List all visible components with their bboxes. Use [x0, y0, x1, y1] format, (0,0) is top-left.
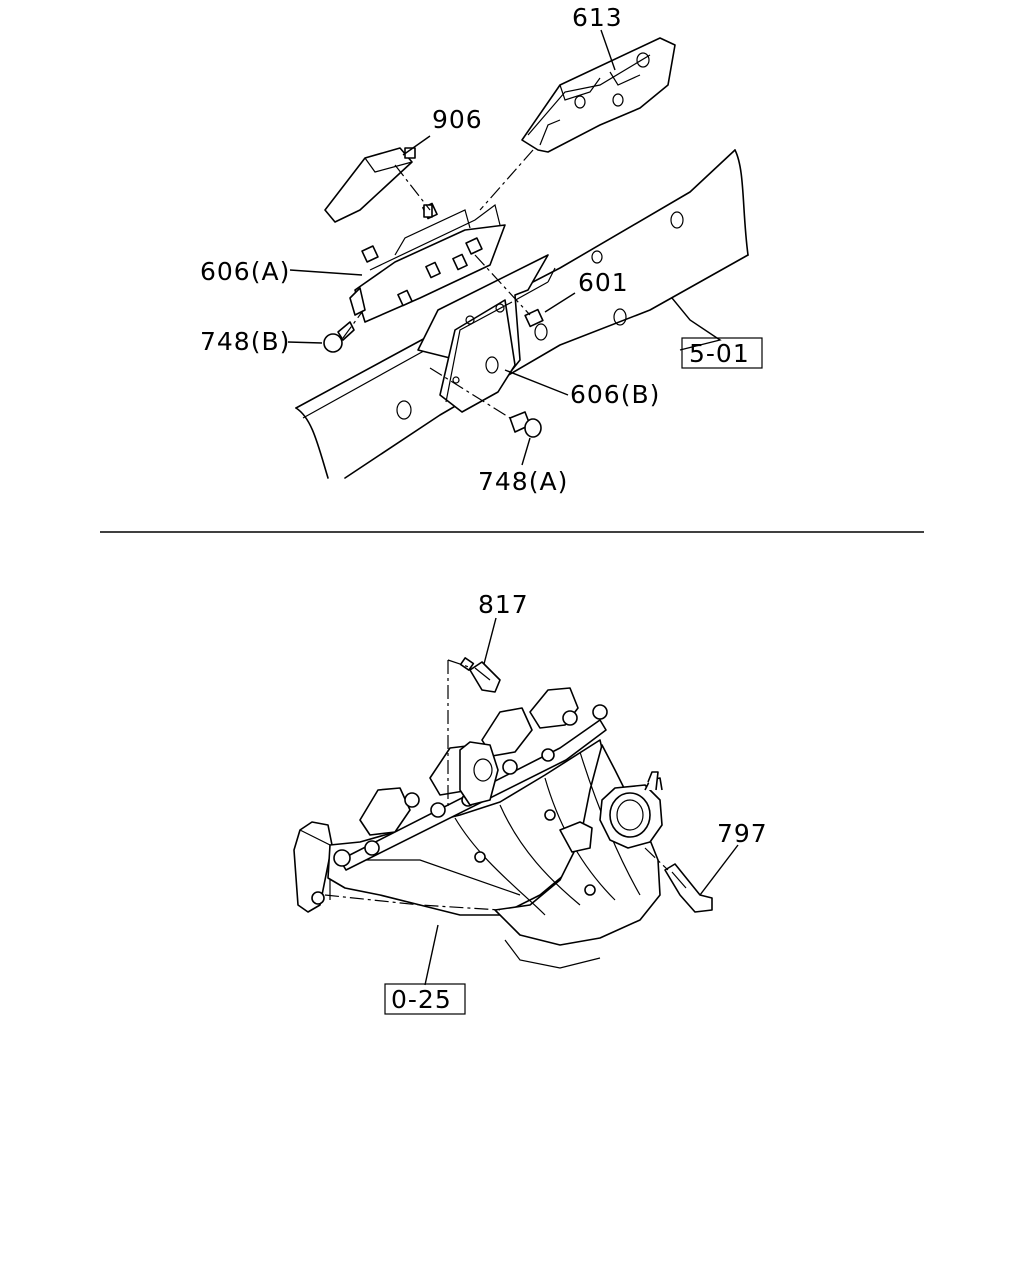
ref-5-01: 5-01 [689, 339, 750, 368]
bottom-diagram: 817 797 0-25 [293, 590, 768, 1015]
bolt-748b [323, 321, 355, 353]
bolt-748a [509, 411, 542, 438]
label-817: 817 [478, 590, 529, 619]
intake-manifold [293, 687, 663, 969]
control-unit-613 [521, 37, 676, 153]
label-613: 613 [572, 3, 623, 32]
ref-0-25: 0-25 [391, 985, 452, 1014]
ref-box-0-25: 0-25 [384, 983, 466, 1015]
ref-box-5-01: 5-01 [681, 337, 763, 369]
label-601: 601 [578, 268, 629, 297]
label-606a: 606(A) [200, 257, 290, 286]
label-748b: 748(B) [200, 327, 290, 356]
sensor-797 [664, 863, 713, 913]
label-906: 906 [432, 105, 483, 134]
sensor-817 [459, 657, 501, 693]
connector-906 [324, 147, 433, 223]
label-797: 797 [717, 819, 768, 848]
label-748a: 748(A) [478, 467, 568, 496]
top-diagram: 613 906 606(A) 601 748(B) 606(B) 748(A) … [200, 3, 763, 496]
label-606b: 606(B) [570, 380, 660, 409]
bracket-606a [349, 202, 506, 323]
bracket-606b [417, 254, 549, 413]
